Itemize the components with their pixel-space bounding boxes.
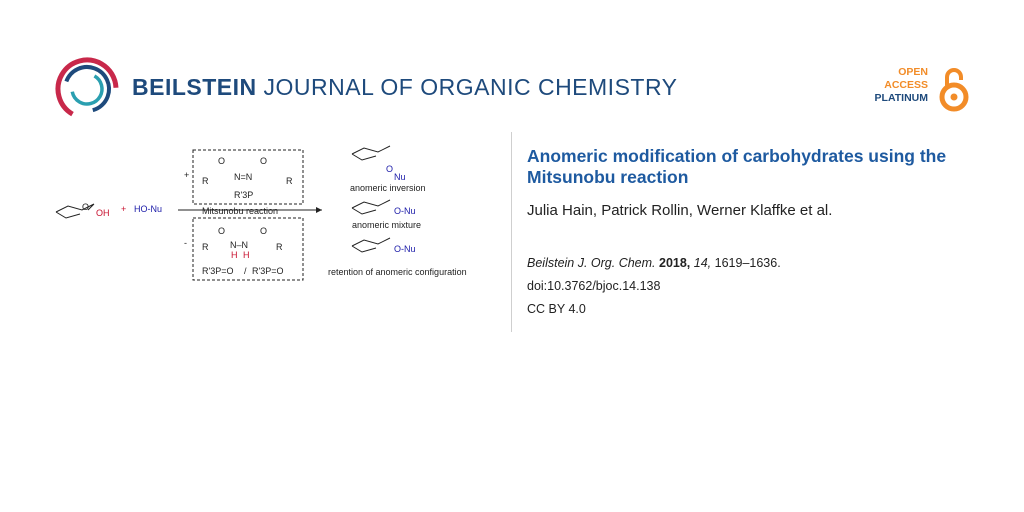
citation-pages: 1619–1636. <box>714 256 781 270</box>
r-right-2: R <box>276 242 283 252</box>
oa-platinum-label: PLATINUM <box>874 92 928 104</box>
hydrazine-byproduct-box <box>192 217 304 281</box>
box-bottom-sign: - <box>184 238 187 248</box>
product2-label: anomeric mixture <box>352 220 421 230</box>
hydroxyl-label: OH <box>96 208 110 218</box>
citation: Beilstein J. Org. Chem. 2018, 14, 1619–1… <box>527 255 977 271</box>
box-top-sign: + <box>184 170 189 180</box>
reaction-scheme: O OH + HO-Nu Mitsunobu reaction + O O R … <box>55 145 467 281</box>
journal-name: BEILSTEIN JOURNAL OF ORGANIC CHEMISTRY <box>132 74 678 101</box>
plus-sign: + <box>121 204 126 214</box>
product3-group: O-Nu <box>394 244 416 254</box>
oa-access-label: ACCESS <box>884 79 928 91</box>
product1-label: anomeric inversion <box>350 183 426 193</box>
citation-volume: 14, <box>693 256 712 270</box>
open-access-badge: OPEN ACCESS PLATINUM <box>868 66 978 112</box>
h-left: H <box>231 250 238 260</box>
product-ring-3-icon <box>351 237 391 253</box>
journal-abbrev: Beilstein J. Org. Chem. <box>527 256 656 270</box>
product3-label: retention of anomeric configuration <box>328 267 467 277</box>
azo-reagent-box <box>192 149 304 205</box>
r-right: R <box>286 176 293 186</box>
product2-group: O-Nu <box>394 206 416 216</box>
open-lock-icon <box>939 68 969 112</box>
carbonyl-o-right-2: O <box>260 226 267 236</box>
carbonyl-o-right: O <box>260 156 267 166</box>
oa-open-label: OPEN <box>898 66 928 78</box>
vertical-divider <box>511 132 512 332</box>
product-ring-1-icon <box>351 145 391 161</box>
article-info: Anomeric modification of carbohydrates u… <box>527 146 977 317</box>
product1-nu: Nu <box>394 172 406 182</box>
phosphine-label: R'3P <box>234 190 253 200</box>
phosphine-oxide-1: R'3P=O <box>202 266 233 276</box>
azo-label: N=N <box>234 172 252 182</box>
journal-name-bold: BEILSTEIN <box>132 74 257 100</box>
phosphine-oxide-2: R'3P=O <box>252 266 283 276</box>
journal-name-rest: JOURNAL OF ORGANIC CHEMISTRY <box>263 74 678 100</box>
slash-label: / <box>244 266 247 276</box>
article-authors: Julia Hain, Patrick Rollin, Werner Klaff… <box>527 202 833 219</box>
oxygen-ring-label: O <box>82 202 89 212</box>
h-right: H <box>243 250 250 260</box>
doi[interactable]: doi:10.3762/bjoc.14.138 <box>527 279 661 293</box>
nucleophile-label: HO-Nu <box>134 204 162 214</box>
product-ring-2-icon <box>351 199 391 215</box>
article-title: Anomeric modification of carbohydrates u… <box>527 146 947 187</box>
r-left-2: R <box>202 242 209 252</box>
header: BEILSTEIN JOURNAL OF ORGANIC CHEMISTRY O… <box>0 0 1024 121</box>
arrow-label: Mitsunobu reaction <box>202 206 278 216</box>
carbonyl-o-left: O <box>218 156 225 166</box>
citation-year: 2018, <box>659 256 691 270</box>
pyranose-ring-icon <box>55 203 95 219</box>
r-left: R <box>202 176 209 186</box>
product1-group: O <box>386 164 393 174</box>
beilstein-logo-icon <box>55 57 119 121</box>
hydrazine-label: N–N <box>230 240 248 250</box>
license[interactable]: CC BY 4.0 <box>527 302 586 316</box>
carbonyl-o-left-2: O <box>218 226 225 236</box>
